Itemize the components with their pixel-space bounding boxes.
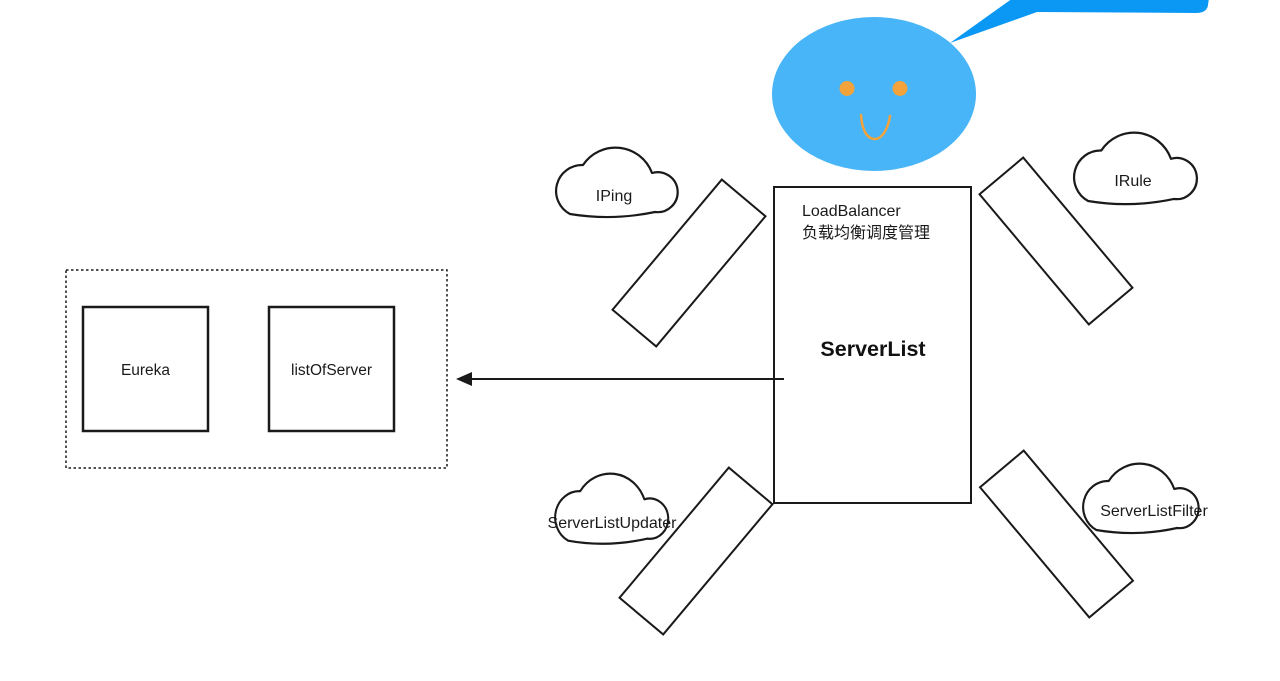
left-eye-icon — [839, 81, 855, 96]
cloud-label-server-list-filter: ServerListFilter — [1100, 503, 1208, 520]
registry-group-box — [65, 269, 448, 469]
cloud-label-iping: IPing — [596, 188, 632, 205]
leg-right — [978, 449, 1135, 619]
cloud-shape-icon — [1082, 462, 1200, 535]
speech-bubble — [950, 0, 1209, 43]
load-balancer-title: LoadBalancer — [802, 203, 901, 220]
cloud-irule: IRule — [1072, 131, 1198, 206]
arrow-to-registry — [456, 372, 784, 386]
leg-left — [618, 466, 774, 636]
load-balancer-subtitle-zh: 负载均衡调度管理 — [802, 224, 930, 242]
list-of-server-box — [267, 305, 396, 433]
cloud-label-irule: IRule — [1114, 173, 1151, 190]
smile-mouth-icon — [859, 113, 892, 141]
cloud-iping: IPing — [555, 146, 679, 219]
right-eye-icon — [892, 81, 908, 96]
arrow-head-icon — [456, 372, 472, 386]
load-balancer-body-box — [773, 186, 972, 504]
list-of-server-label: listOfServer — [291, 362, 372, 379]
cloud-server-list-filter: ServerListFilter — [1082, 462, 1208, 535]
arm-right — [978, 156, 1134, 326]
cloud-shape-icon — [554, 472, 670, 545]
cloud-label-server-list-updater: ServerListUpdater — [548, 515, 678, 532]
cloud-shape-icon — [1072, 131, 1198, 206]
server-list-label: ServerList — [820, 337, 925, 361]
cloud-shape-icon — [555, 146, 679, 219]
robot-head — [772, 17, 976, 171]
arm-left — [611, 178, 767, 348]
cloud-server-list-updater: ServerListUpdater — [548, 472, 678, 545]
eureka-label: Eureka — [121, 362, 170, 379]
eureka-box — [81, 305, 210, 433]
